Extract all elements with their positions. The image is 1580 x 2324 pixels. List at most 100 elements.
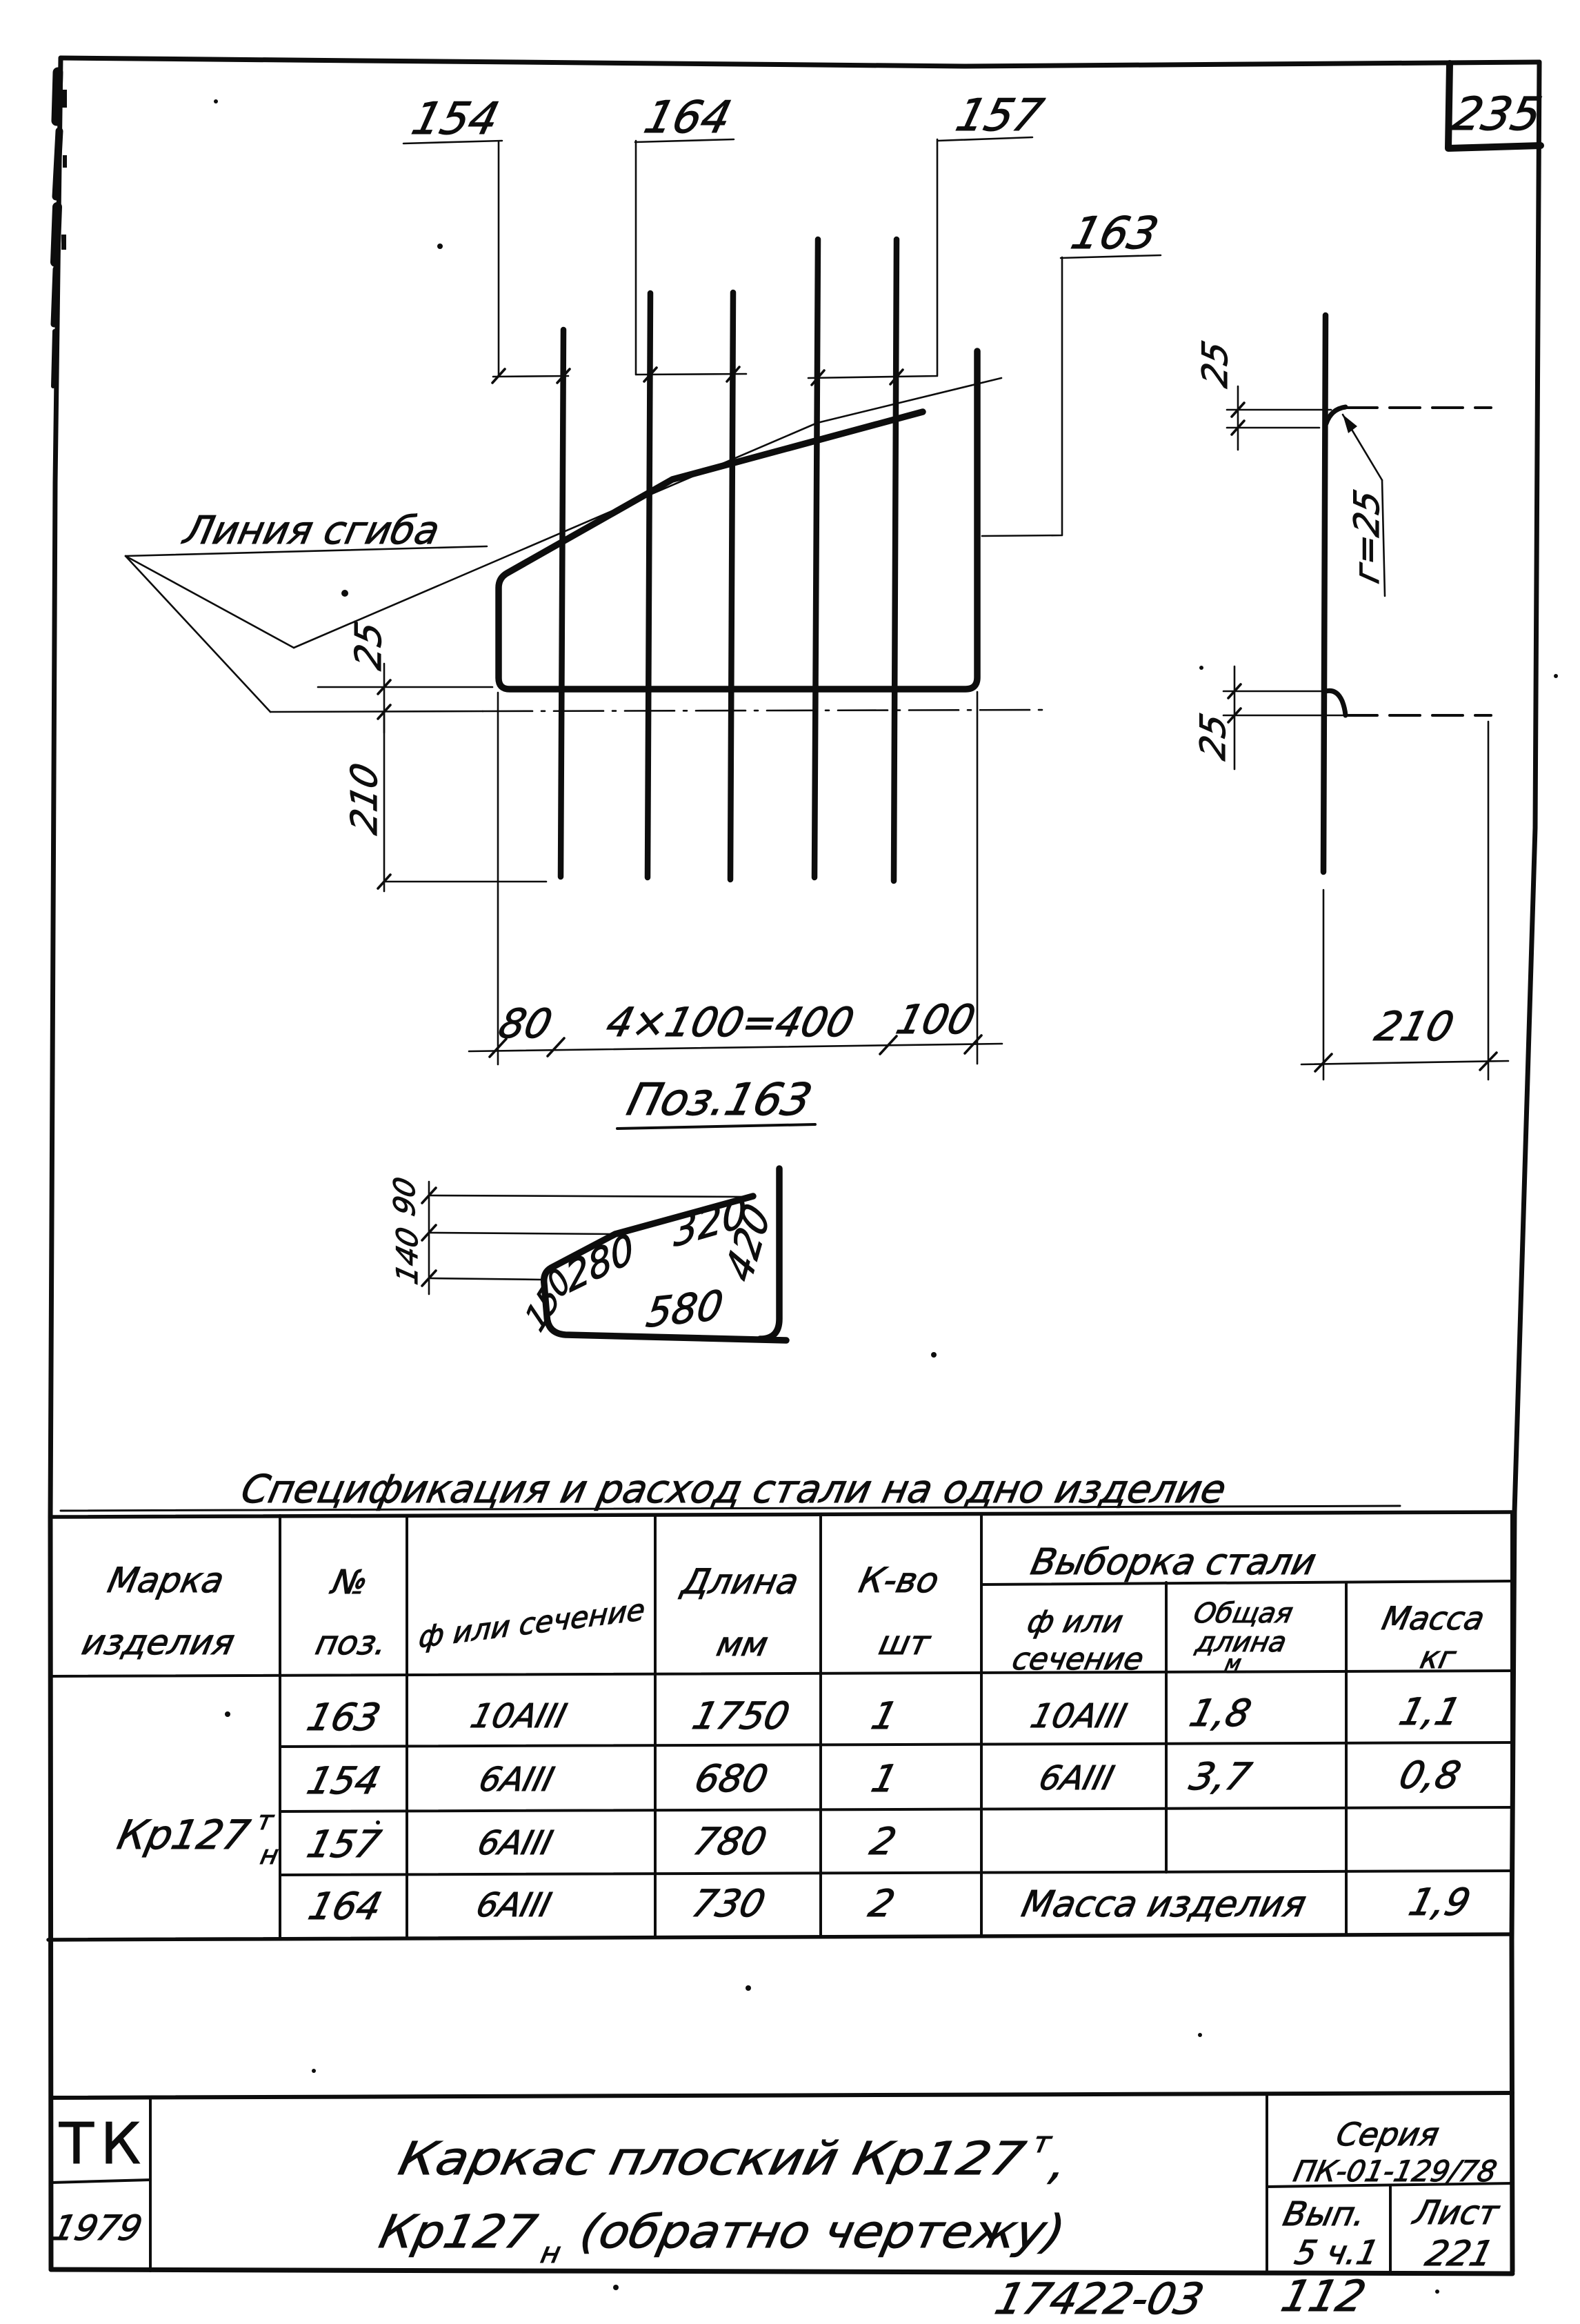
r2-length: 680 — [690, 1757, 772, 1800]
title-line2-sub: н — [538, 2236, 564, 2270]
detail-rise-90: 90 — [388, 1174, 422, 1220]
bar-154-line — [557, 326, 567, 880]
sheet-label: Лист — [1409, 2194, 1503, 2232]
bar-163-bent-line — [495, 348, 981, 693]
dim-80-text: 80 — [494, 1000, 557, 1047]
r2-qty: 1 — [868, 1757, 902, 1800]
fold-leader-arm-1 — [124, 555, 295, 649]
fold-line-diagonal — [292, 377, 1003, 649]
r2-steel-mass: 0,8 — [1395, 1754, 1466, 1797]
scan-noise-band — [50, 67, 67, 388]
label-154: 154 — [407, 94, 504, 145]
issue-value: 5 ч.1 — [1292, 2234, 1383, 2272]
r1-steel-length: 1,8 — [1186, 1691, 1256, 1735]
side-hook-bottom — [1323, 688, 1348, 718]
r2-steel-length: 3,7 — [1186, 1755, 1256, 1798]
label-163: 163 — [1066, 208, 1163, 259]
series-cell: Серия ПК-01-129/78 — [1290, 2116, 1500, 2189]
title-line1: Каркас плоский Кр127 — [394, 2132, 1030, 2185]
title-line2: Кр127 — [375, 2205, 541, 2258]
leader-157: 157 — [807, 90, 1048, 386]
th-steel: Выборка стали — [1028, 1542, 1320, 1583]
detail-163: 90 140 320 280 150 580 420 — [388, 1165, 790, 1344]
fold-line-horizontal-solid — [269, 710, 484, 713]
frame-bottom-edge — [48, 2267, 1515, 2276]
issue-cell: Вып. 5 ч.1 — [1279, 2195, 1383, 2272]
detail-163-outline — [540, 1165, 790, 1344]
table-row-4: 164 6AIII 730 2 Масса изделия 1,9 — [304, 1880, 1475, 1928]
th-steel-length-1: Общая — [1191, 1596, 1296, 1629]
r3-qty: 2 — [866, 1820, 901, 1863]
th-marka-2: изделия — [79, 1622, 238, 1662]
th-steel-section-1: ф или — [1024, 1605, 1126, 1639]
frame-top-edge — [58, 55, 1542, 69]
r4-section: 6AIII — [472, 1887, 555, 1925]
product-mass-value: 1,9 — [1405, 1880, 1475, 1924]
sheet-value: 221 — [1421, 2234, 1497, 2274]
table-title: Спецификация и расход стали на одно изде… — [237, 1467, 1230, 1512]
th-marka-1: Марка — [104, 1560, 228, 1600]
r2-section: 6AIII — [475, 1761, 558, 1799]
dust-specks — [214, 99, 1558, 2294]
leader-154: 154 — [402, 93, 571, 384]
side-view: 25 г=25 25 210 — [1192, 312, 1510, 1081]
series-label: Серия — [1333, 2116, 1442, 2152]
side-dim-210: 210 — [1300, 720, 1510, 1081]
r1-qty: 1 — [868, 1694, 902, 1738]
table-row-1: 163 10AIII 1750 1 10AIII 1,8 1,1 — [303, 1689, 1466, 1739]
leader-164: 164 — [634, 92, 748, 383]
r1-steel-section: 10AIII — [1027, 1698, 1130, 1736]
r4-qty: 2 — [865, 1882, 899, 1925]
bar-157-line-2 — [890, 236, 900, 884]
fold-label-underline — [124, 545, 488, 557]
r3-length: 780 — [689, 1820, 771, 1863]
marka-sup: т — [254, 1805, 277, 1836]
caption-pos163: Поз.163 — [622, 1075, 817, 1126]
title-block: ТК 1979 Каркас плоский Кр127 т , Кр127 н… — [48, 2091, 1514, 2274]
r1-length: 1750 — [688, 1694, 794, 1738]
main-view: Линия сгиба 154 164 157 — [124, 90, 1163, 1130]
th-pos-2: поз. — [312, 1624, 390, 1662]
side-dim-25-top-text: 25 — [1195, 337, 1235, 391]
marka-base: Кр127 — [114, 1812, 254, 1858]
stamp-year: 1979 — [48, 2208, 146, 2248]
side-hook-top — [1323, 404, 1348, 426]
fold-label: Линия сгиба — [179, 508, 443, 553]
spec-table: Спецификация и расход стали на одно изде… — [46, 1467, 1514, 1942]
bar-157-line-1 — [811, 236, 821, 881]
r1-section: 10AIII — [467, 1698, 570, 1736]
table-marka-cell: Кр127 т н — [113, 1805, 281, 1871]
label-164: 164 — [639, 92, 737, 143]
r3-section: 6AIII — [474, 1825, 557, 1863]
detail-seg-580: 580 — [643, 1281, 726, 1337]
title-block-grid — [49, 2091, 1514, 2274]
th-steel-mass-2: кг — [1417, 1640, 1459, 1675]
dim-400-text: 4×100=400 — [602, 999, 859, 1046]
r4-length: 730 — [688, 1882, 770, 1925]
th-length-2: мм — [713, 1625, 771, 1663]
th-section: ф или сечение — [417, 1593, 646, 1656]
caption-pos163-group: Поз.163 — [616, 1074, 817, 1130]
r1-pos: 163 — [303, 1696, 385, 1739]
title-line2-rest: (обратно чертежу) — [576, 2205, 1070, 2258]
page-number-box: 235 — [1445, 60, 1547, 152]
title-line1-sup: т — [1030, 2126, 1055, 2159]
page-box-border — [1445, 60, 1544, 152]
dim-25-fold: 25 — [317, 617, 494, 734]
cage-bars — [557, 236, 900, 884]
product-mass-label: Масса изделия — [1018, 1884, 1310, 1925]
detail-rise-140: 140 — [391, 1224, 425, 1287]
dim-25-fold-text: 25 — [348, 617, 390, 673]
detail-163-dims: 90 140 — [388, 1173, 753, 1295]
page-number: 235 — [1448, 88, 1546, 141]
table-row-3: 157 6AIII 780 2 — [303, 1819, 901, 1866]
th-qty-1: К-во — [856, 1560, 943, 1600]
fold-lines — [269, 377, 1052, 713]
side-dim-210-text: 210 — [1370, 1003, 1459, 1050]
bar-164-line-2 — [727, 289, 737, 883]
series-value: ПК-01-129/78 — [1290, 2155, 1499, 2188]
side-bar-line — [1320, 312, 1329, 875]
detail-163-segment-labels: 320 280 150 580 420 — [519, 1186, 779, 1340]
th-steel-length-2: длина — [1192, 1625, 1290, 1658]
